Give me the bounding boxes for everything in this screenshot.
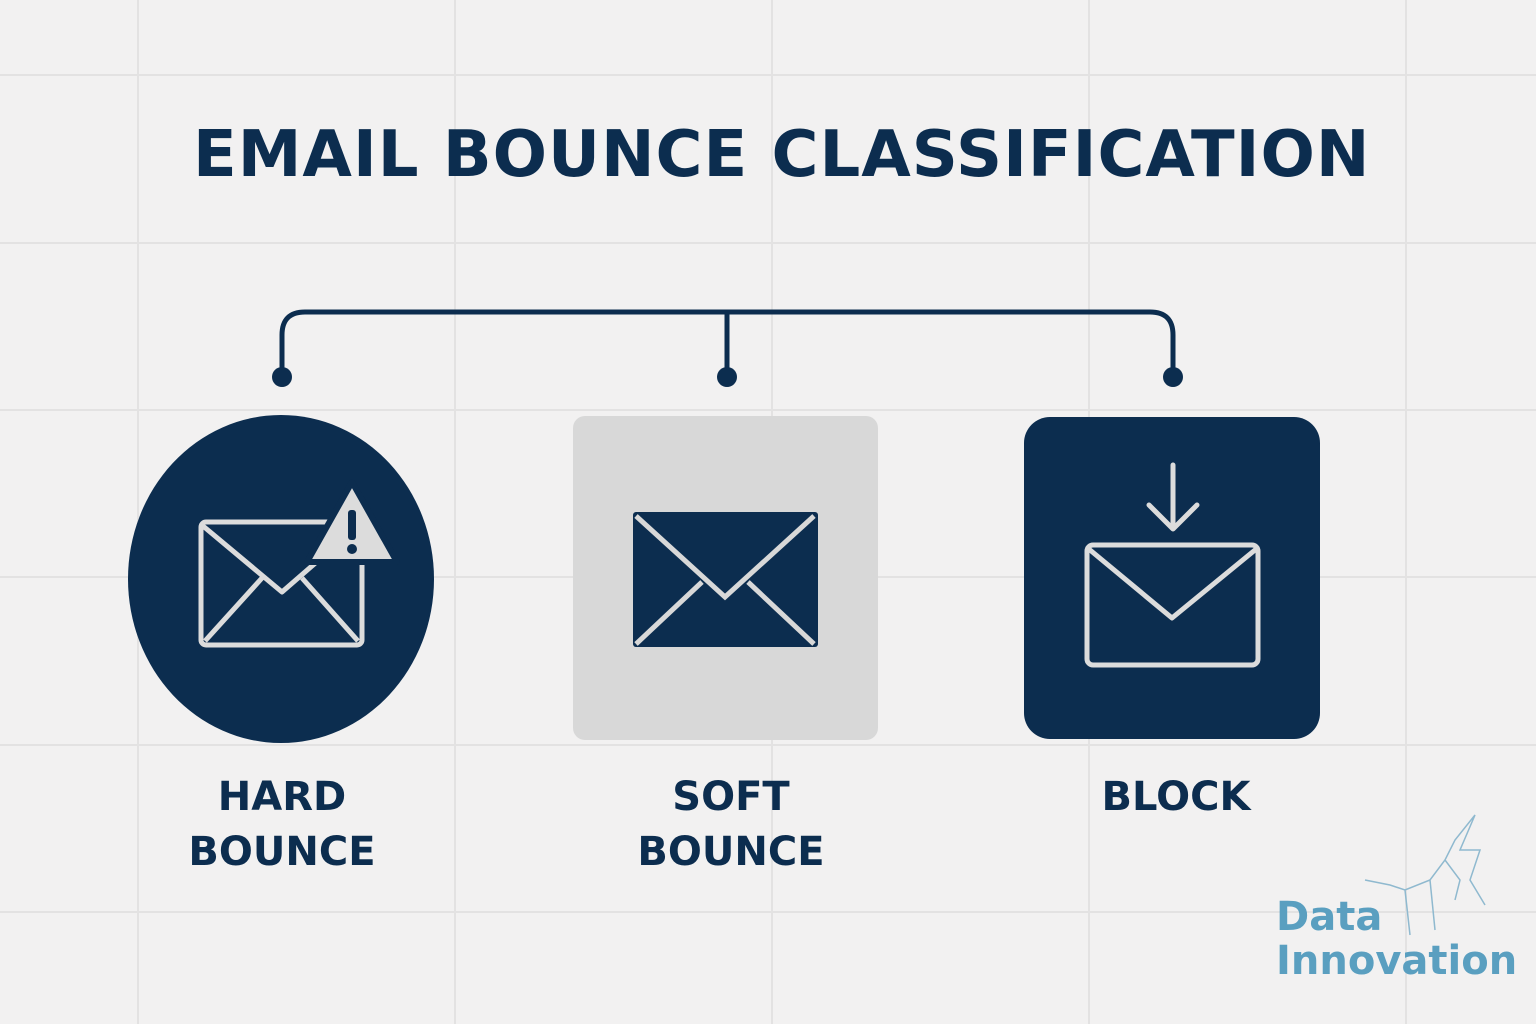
connector-dot	[272, 367, 292, 387]
label-line: BOUNCE	[637, 829, 825, 875]
soft-bounce-icon	[573, 416, 878, 740]
label-line: SOFT	[672, 774, 790, 820]
hard-bounce-icon	[128, 415, 434, 743]
label-line: HARD	[217, 774, 347, 820]
block-icon	[1024, 417, 1320, 739]
page-title: EMAIL BOUNCE CLASSIFICATION	[193, 118, 1371, 192]
block-label: BLOCK	[996, 770, 1356, 825]
label-line: BLOCK	[1101, 774, 1251, 820]
logo-line: Innovation	[1276, 938, 1518, 984]
soft-bounce-label: SOFT BOUNCE	[551, 770, 911, 880]
logo-unicorn	[1364, 814, 1486, 936]
logo: Data Innovation	[1276, 895, 1517, 983]
connector-tree	[279, 309, 1176, 372]
logo-line: Data	[1276, 894, 1383, 940]
connector-dot	[1163, 367, 1183, 387]
envelope-download-icon	[1084, 462, 1261, 668]
envelope-icon	[633, 512, 818, 647]
hard-bounce-label: HARD BOUNCE	[102, 770, 462, 880]
label-line: BOUNCE	[188, 829, 376, 875]
connector-dot	[717, 367, 737, 387]
